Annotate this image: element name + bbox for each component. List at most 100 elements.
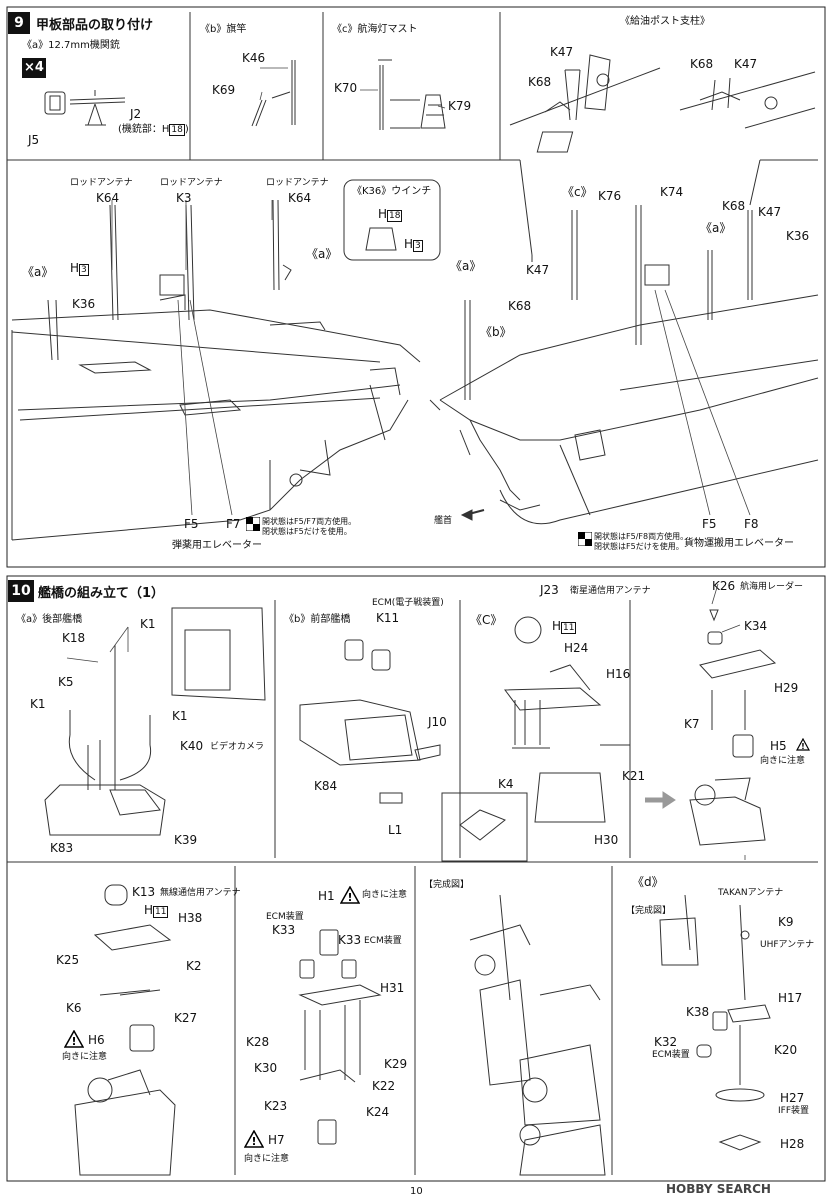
label-J5: J5 — [28, 133, 40, 147]
video-camera-label: ビデオカメラ — [210, 742, 265, 752]
open-note-right-2: 閉状態はF5だけを使用。 — [594, 542, 684, 551]
label-K4: K4 — [498, 777, 514, 791]
label-K64b: K64 — [288, 191, 312, 205]
label-H30: H30 — [594, 833, 619, 847]
uhf-antenna-label: UHFアンテナ — [760, 940, 815, 950]
label-K1-right: K1 — [172, 709, 188, 723]
rod-antenna-label-3: ロッドアンテナ — [266, 178, 329, 188]
label-K76: K76 — [598, 189, 622, 203]
takan-antenna-label: TAKANアンテナ — [718, 888, 784, 898]
label-K1-top: K1 — [140, 617, 156, 631]
watermark: HOBBY SEARCH — [666, 1182, 771, 1196]
front-bridge-drawing — [299, 639, 528, 862]
svg-text:!: ! — [71, 1035, 76, 1048]
label-K34: K34 — [744, 619, 768, 633]
ecm-device-left: ECM装置 — [266, 912, 304, 922]
label-K30: K30 — [254, 1061, 278, 1075]
label-K23: K23 — [264, 1099, 288, 1113]
label-K28: K28 — [246, 1035, 270, 1049]
label-fuel-K68a: K68 — [528, 75, 552, 89]
label-K27: K27 — [174, 1011, 198, 1025]
label-K40: K40 — [180, 739, 204, 753]
label-H38: H38 — [178, 911, 203, 925]
label-J2: J2 — [130, 107, 142, 121]
warning-icon-H6: ! — [64, 1030, 84, 1048]
sub-d-label: 《d》 — [632, 875, 664, 889]
warning-icon-H1: ! — [340, 886, 360, 904]
label-K47-right2: K47 — [526, 263, 550, 277]
rear-bridge-drawing — [44, 607, 266, 836]
label-K47-right: K47 — [758, 205, 782, 219]
svg-text:!: ! — [801, 742, 805, 751]
complete-view-right-label: 【完成図】 — [626, 906, 672, 916]
label-K70: K70 — [334, 81, 358, 95]
label-K83: K83 — [50, 841, 74, 855]
label-K38: K38 — [686, 1005, 710, 1019]
label-H27: H27 — [780, 1091, 805, 1105]
sat-antenna-label: 衛星通信用アンテナ — [570, 586, 651, 596]
ship-bow-right — [429, 294, 819, 525]
label-F5-right: F5 — [702, 517, 717, 531]
label-F5-left: F5 — [184, 517, 199, 531]
label-K26: K26 — [712, 579, 736, 593]
ship-hull-left — [11, 274, 421, 541]
warning-icon-H7: ! — [244, 1130, 264, 1148]
label-K6: K6 — [66, 1001, 82, 1015]
label-K20: K20 — [774, 1043, 798, 1057]
label-fuel-K68b: K68 — [690, 57, 714, 71]
elevator-right: 貨物運搬用エレベーター — [684, 538, 794, 549]
winch-title: 《K36》ウインチ — [352, 186, 432, 197]
label-K36-right: K36 — [786, 229, 810, 243]
label-fuel-K47a: K47 — [550, 45, 574, 59]
label-H24: H24 — [564, 641, 589, 655]
page-number: 10 — [410, 1186, 423, 1197]
label-fuel-K47b: K47 — [734, 57, 758, 71]
rod-antenna-label-1: ロッドアンテナ — [70, 178, 133, 188]
checker-icon-left — [246, 517, 260, 531]
sub-b-flagstaff: 《b》旗竿 — [200, 24, 247, 35]
warning-icon-H5: ! — [796, 738, 810, 751]
ecm-device-right: ECM装置 — [364, 936, 402, 946]
step-9-title: 甲板部品の取り付け — [36, 18, 154, 33]
radar-assembly-drawing — [689, 609, 777, 846]
label-a-mid: 《a》 — [306, 247, 338, 261]
label-K39: K39 — [174, 833, 198, 847]
orient-note-H5: 向きに注意 — [760, 756, 806, 766]
label-H17: H17 — [778, 991, 803, 1005]
sub-b-front-bridge: 《b》前部艦橋 — [284, 614, 351, 625]
label-H31: H31 — [380, 981, 405, 995]
label-a-right1: 《a》 — [700, 221, 732, 235]
label-K74: K74 — [660, 185, 684, 199]
label-K22: K22 — [372, 1079, 396, 1093]
open-note-left-2: 閉状態はF5だけを使用。 — [262, 527, 352, 536]
checker-icon-right — [578, 532, 592, 546]
label-K2: K2 — [186, 959, 202, 973]
orient-note-H1: 向きに注意 — [362, 890, 408, 900]
rod-antennas-right — [464, 205, 753, 400]
label-b-right: 《b》 — [480, 325, 512, 339]
svg-text:!: ! — [251, 1135, 256, 1148]
label-H5: H5 — [770, 739, 787, 753]
complete-view-mid-label: 【完成図】 — [424, 880, 470, 890]
label-K46: K46 — [242, 51, 266, 65]
open-note-left-1: 開状態はF5/F7両方使用。 — [262, 517, 357, 526]
label-K69: K69 — [212, 83, 236, 97]
label-F8: F8 — [744, 517, 759, 531]
label-K68-right: K68 — [722, 199, 746, 213]
label-K36-left: K36 — [72, 297, 96, 311]
fuel-post-drawing — [509, 54, 816, 153]
label-K64a: K64 — [96, 191, 120, 205]
label-K29: K29 — [384, 1057, 408, 1071]
complete-view-mid-drawing — [469, 894, 606, 1176]
label-a-left: 《a》 — [22, 265, 54, 279]
label-K9: K9 — [778, 915, 794, 929]
step-10-title: 艦橋の組み立て（1） — [38, 586, 165, 601]
label-K21: K21 — [622, 769, 646, 783]
radio-antenna-label: 無線通信用アンテナ — [160, 888, 241, 898]
